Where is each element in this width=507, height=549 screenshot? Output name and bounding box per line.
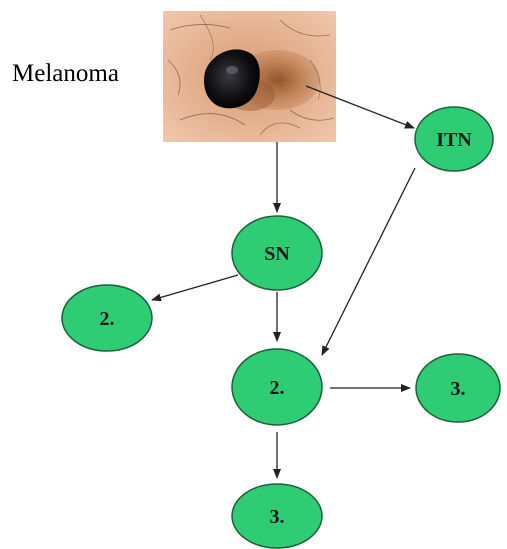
node-sn: SN xyxy=(232,216,322,290)
arrow-itn-to-second-center xyxy=(322,168,415,355)
diagram-title: Melanoma xyxy=(12,60,119,87)
node-third-right-label: 3. xyxy=(451,378,466,400)
node-third-bottom: 3. xyxy=(232,484,322,548)
node-second-center-label: 2. xyxy=(270,377,285,399)
arrow-sn-to-second-left xyxy=(152,275,238,300)
melanoma-photo xyxy=(163,11,336,142)
node-sn-label: SN xyxy=(264,243,290,265)
node-second-left: 2. xyxy=(62,285,152,351)
node-second-left-label: 2. xyxy=(100,308,115,330)
node-itn: ITN xyxy=(415,107,493,171)
node-third-right: 3. xyxy=(416,354,500,422)
node-third-bottom-label: 3. xyxy=(270,506,285,528)
node-itn-label: ITN xyxy=(436,129,472,151)
node-second-center: 2. xyxy=(232,349,322,425)
